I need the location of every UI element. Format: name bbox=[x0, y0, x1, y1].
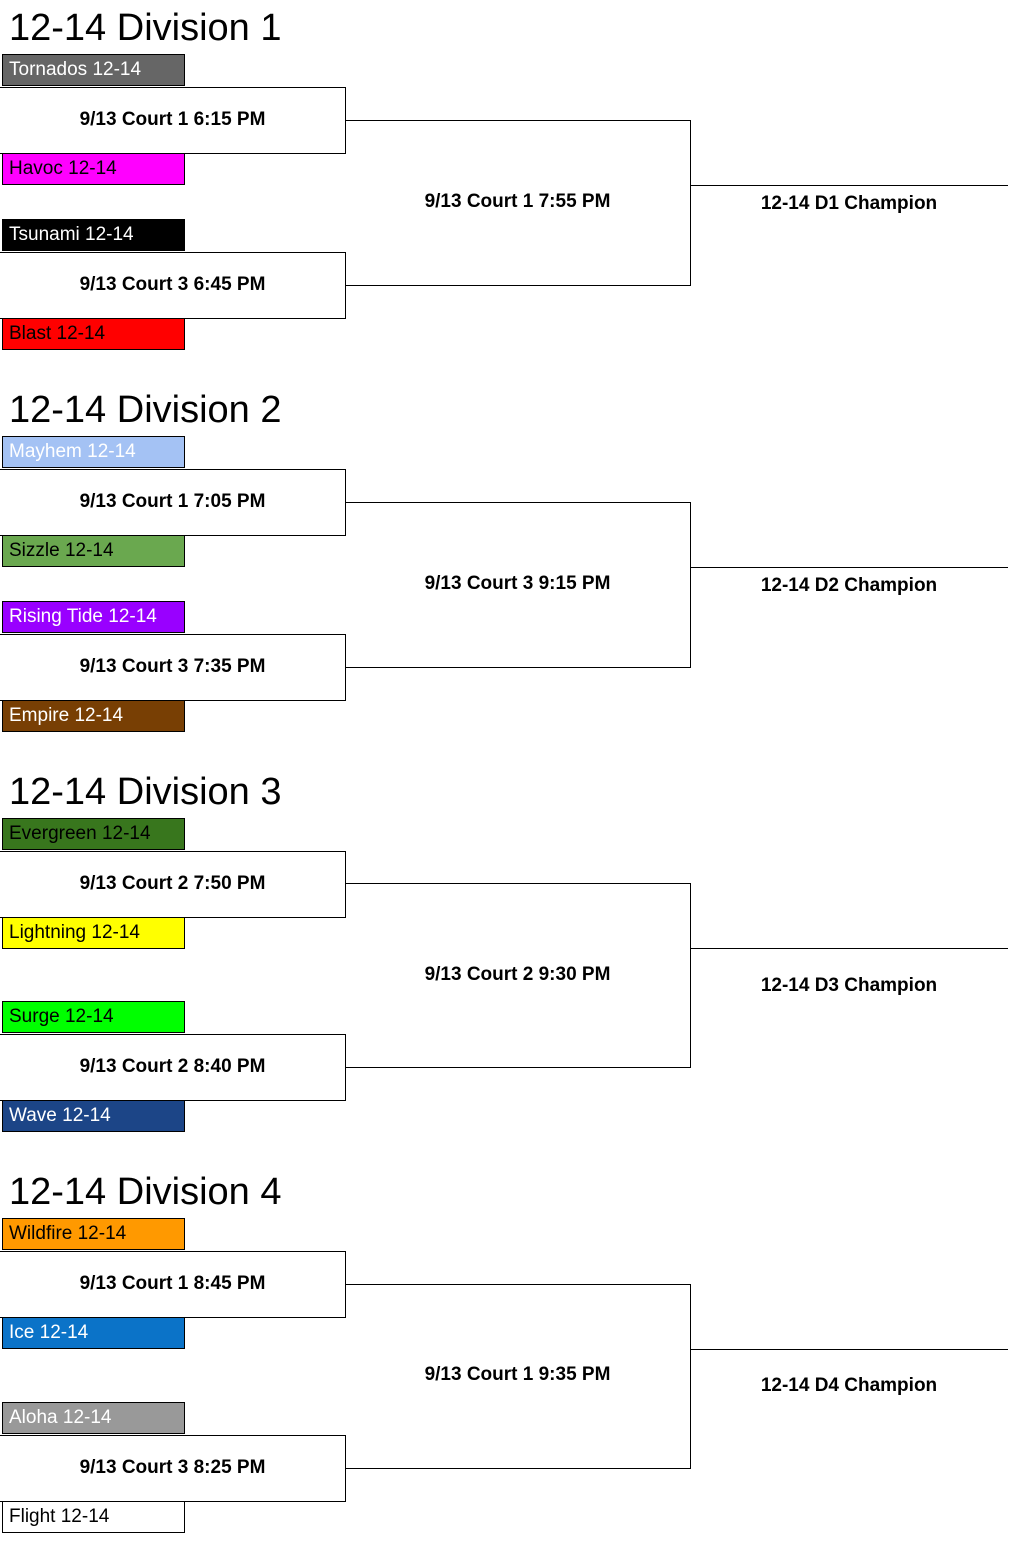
division-4: 12-14 Division 4 Wildfire 12-14 9/13 Cou… bbox=[0, 1164, 1010, 1546]
final-bracket-line bbox=[345, 502, 691, 668]
champion-label: 12-14 D2 Champion bbox=[760, 575, 938, 596]
team-slot: Flight 12-14 bbox=[2, 1501, 185, 1533]
champion-label: 12-14 D3 Champion bbox=[760, 975, 938, 996]
game-label: 9/13 Court 2 7:50 PM bbox=[79, 873, 266, 894]
division-title: 12-14 Division 1 bbox=[9, 7, 282, 49]
team-slot: Tornados 12-14 bbox=[2, 54, 185, 86]
team-slot: Surge 12-14 bbox=[2, 1001, 185, 1033]
game-label: 9/13 Court 3 8:25 PM bbox=[79, 1457, 266, 1478]
division-title: 12-14 Division 4 bbox=[9, 1171, 282, 1213]
team-slot: Wildfire 12-14 bbox=[2, 1218, 185, 1250]
team-slot: Sizzle 12-14 bbox=[2, 535, 185, 567]
team-slot: Empire 12-14 bbox=[2, 700, 185, 732]
game-label: 9/13 Court 1 6:15 PM bbox=[79, 109, 266, 130]
team-slot: Mayhem 12-14 bbox=[2, 436, 185, 468]
champion-line bbox=[690, 1349, 1008, 1350]
game-label: 9/13 Court 1 8:45 PM bbox=[79, 1273, 266, 1294]
team-slot: Blast 12-14 bbox=[2, 318, 185, 350]
team-slot: Rising Tide 12-14 bbox=[2, 601, 185, 633]
game-label: 9/13 Court 3 6:45 PM bbox=[79, 274, 266, 295]
game-label: 9/13 Court 1 7:05 PM bbox=[79, 491, 266, 512]
division-1: 12-14 Division 1 Tornados 12-14 9/13 Cou… bbox=[0, 0, 1010, 382]
final-bracket-line bbox=[345, 883, 691, 1068]
team-slot: Aloha 12-14 bbox=[2, 1402, 185, 1434]
champion-line bbox=[690, 185, 1008, 186]
game-label: 9/13 Court 3 7:35 PM bbox=[79, 656, 266, 677]
final-bracket-line bbox=[345, 1284, 691, 1469]
team-slot: Havoc 12-14 bbox=[2, 153, 185, 185]
final-bracket-line bbox=[345, 120, 691, 286]
final-game-label: 9/13 Court 3 9:15 PM bbox=[424, 573, 611, 594]
division-title: 12-14 Division 2 bbox=[9, 389, 282, 431]
champion-line bbox=[690, 567, 1008, 568]
champion-label: 12-14 D1 Champion bbox=[760, 193, 938, 214]
division-title: 12-14 Division 3 bbox=[9, 771, 282, 813]
division-2: 12-14 Division 2 Mayhem 12-14 9/13 Court… bbox=[0, 382, 1010, 764]
team-slot: Lightning 12-14 bbox=[2, 917, 185, 949]
champion-label: 12-14 D4 Champion bbox=[760, 1375, 938, 1396]
champion-line bbox=[690, 948, 1008, 949]
final-game-label: 9/13 Court 1 7:55 PM bbox=[424, 191, 611, 212]
division-3: 12-14 Division 3 Evergreen 12-14 9/13 Co… bbox=[0, 764, 1010, 1146]
team-slot: Wave 12-14 bbox=[2, 1100, 185, 1132]
team-slot: Ice 12-14 bbox=[2, 1317, 185, 1349]
final-game-label: 9/13 Court 2 9:30 PM bbox=[424, 964, 611, 985]
team-slot: Tsunami 12-14 bbox=[2, 219, 185, 251]
team-slot: Evergreen 12-14 bbox=[2, 818, 185, 850]
game-label: 9/13 Court 2 8:40 PM bbox=[79, 1056, 266, 1077]
final-game-label: 9/13 Court 1 9:35 PM bbox=[424, 1364, 611, 1385]
